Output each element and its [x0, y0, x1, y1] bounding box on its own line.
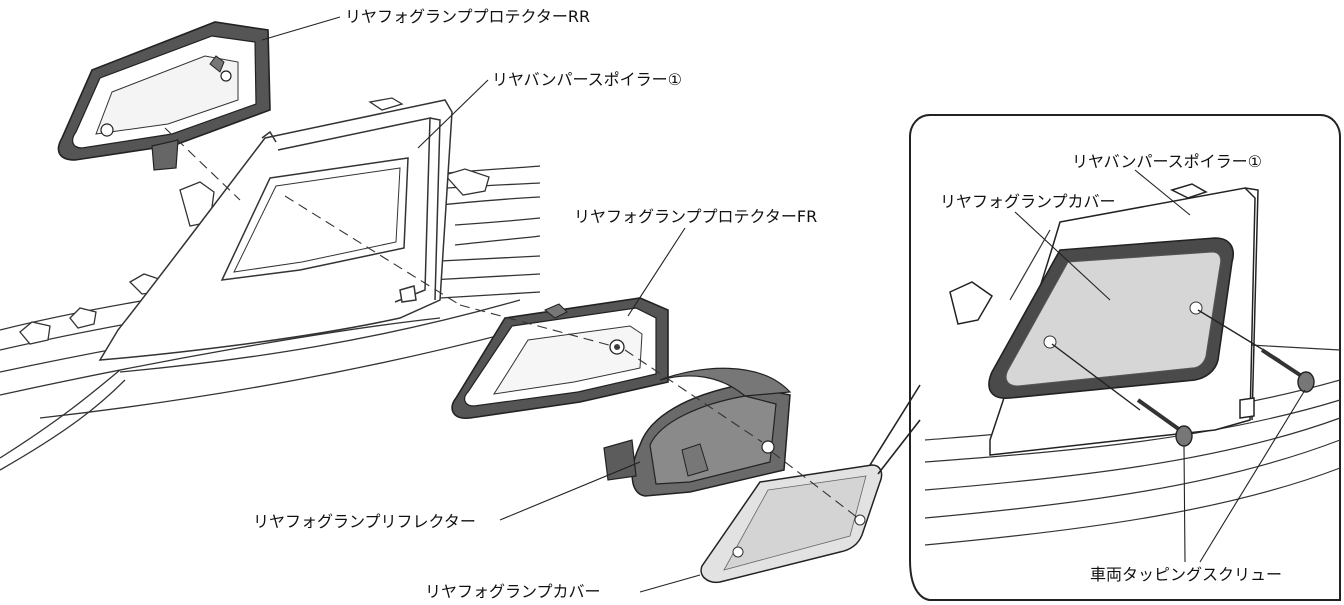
label-protector-fr: リヤフォグランププロテクターFR — [574, 207, 818, 226]
detail-tapping-screws — [1051, 309, 1315, 447]
fog-lamp-protector-rr — [57, 21, 271, 171]
rear-bumper-body — [0, 165, 541, 471]
label-protector-rr: リヤフォグランププロテクターRR — [345, 7, 591, 26]
fog-lamp-protector-fr — [451, 297, 669, 419]
label-detail-spoiler: リヤバンパースポイラー① — [1072, 152, 1263, 171]
label-detail-cover: リヤフォグランプカバー — [940, 192, 1116, 211]
fog-lamp-reflector — [603, 367, 792, 497]
detail-fog-lamp-cover — [988, 237, 1234, 399]
label-reflector: リヤフォグランプリフレクター — [253, 512, 476, 531]
rear-bumper-spoiler — [98, 99, 453, 361]
fog-lamp-cover — [700, 464, 883, 584]
leader-lines — [261, 16, 1306, 593]
label-spoiler-main: リヤバンパースポイラー① — [492, 70, 683, 89]
label-cover-main: リヤフォグランプカバー — [425, 582, 601, 601]
label-detail-screw: 車両タッピングスクリュー — [1090, 565, 1283, 584]
assembly-guide-lines — [164, 127, 859, 519]
